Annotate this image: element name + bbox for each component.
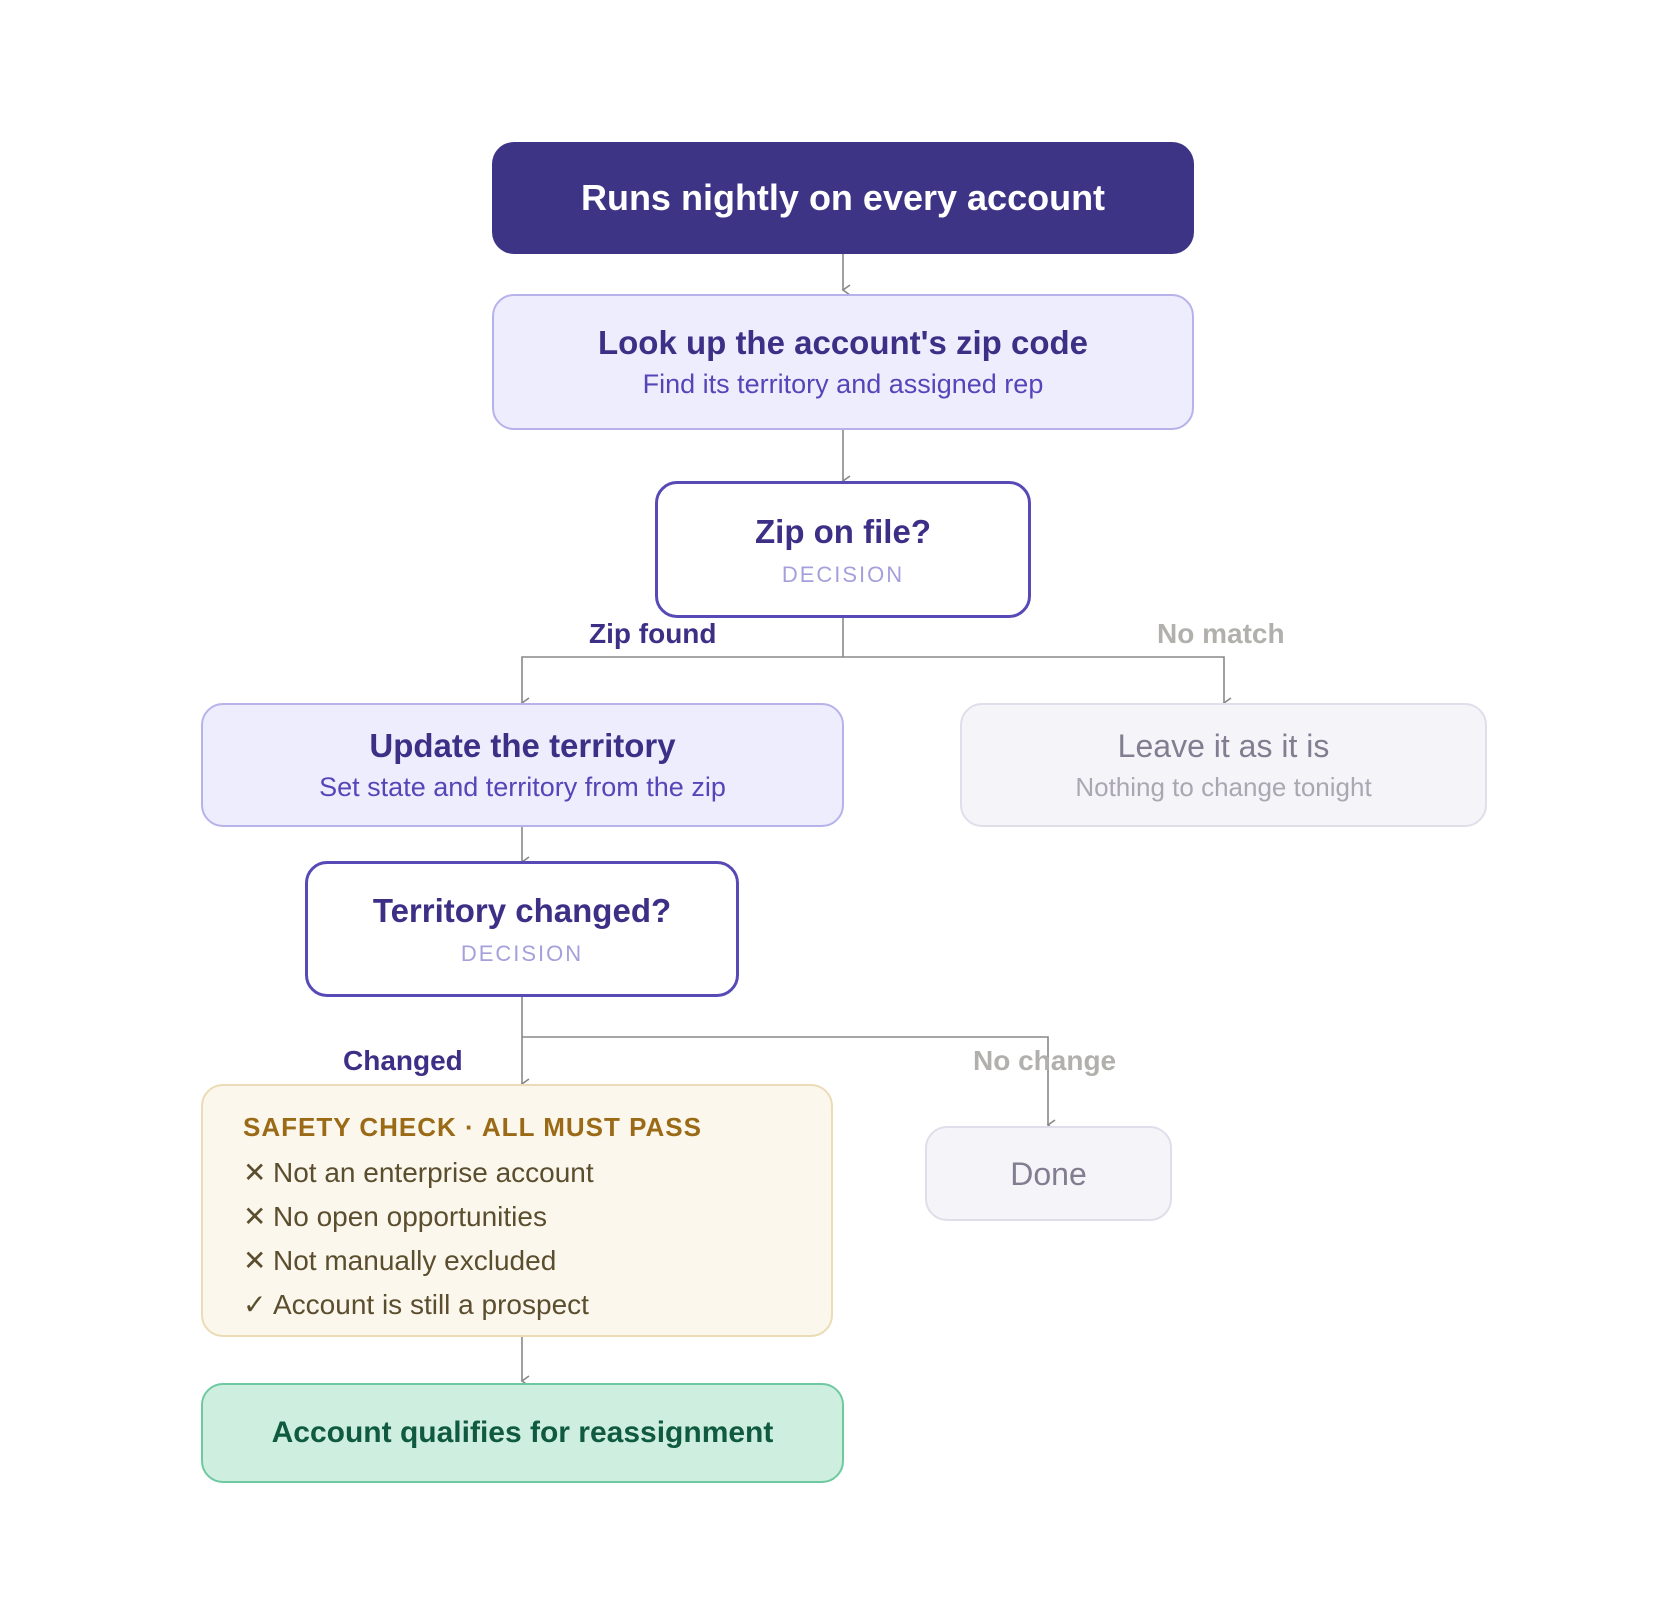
check-item-text: Not an enterprise account <box>273 1157 594 1188</box>
done-node: Done <box>925 1126 1172 1221</box>
leave-subtitle: Nothing to change tonight <box>1075 772 1372 802</box>
x-mark-icon: ✕ <box>243 1245 267 1276</box>
check-item-text: No open opportunities <box>273 1201 547 1232</box>
zip-on-file-decision: Zip on file? DECISION <box>655 481 1031 618</box>
edge-no-change <box>522 1036 1056 1131</box>
leave-as-is-node: Leave it as it is Nothing to change toni… <box>960 703 1487 827</box>
checkmark-icon: ✓ <box>243 1289 267 1320</box>
start-node: Runs nightly on every account <box>492 142 1194 254</box>
edge-zip-found <box>520 656 843 709</box>
safety-check-node: SAFETY CHECK · ALL MUST PASS ✕Not an ent… <box>201 1084 833 1337</box>
lookup-subtitle: Find its territory and assigned rep <box>642 369 1044 399</box>
lookup-title: Look up the account's zip code <box>597 324 1089 361</box>
x-mark-icon: ✕ <box>243 1157 267 1188</box>
edge-no-match <box>843 656 1232 709</box>
x-mark-icon: ✕ <box>243 1201 267 1232</box>
lookup-zip-node: Look up the account's zip code Find its … <box>492 294 1194 430</box>
qualifies-for-reassignment-node: Account qualifies for reassignment <box>201 1383 844 1483</box>
edge-label-no-change: No change <box>973 1045 1117 1076</box>
territory-changed-decision: Territory changed? DECISION <box>305 861 739 997</box>
zip-decision-type: DECISION <box>781 561 905 587</box>
final-title: Account qualifies for reassignment <box>271 1416 774 1449</box>
edge-label-changed: Changed <box>343 1045 463 1076</box>
check-item: ✕No open opportunities <box>243 1195 547 1239</box>
check-item-text: Not manually excluded <box>273 1245 557 1276</box>
start-title: Runs nightly on every account <box>580 177 1106 218</box>
zip-decision-title: Zip on file? <box>755 512 931 550</box>
update-territory-node: Update the territory Set state and terri… <box>201 703 844 827</box>
update-subtitle: Set state and territory from the zip <box>319 772 726 802</box>
edge-label-no-match: No match <box>1157 618 1285 649</box>
check-item: ✕Not an enterprise account <box>243 1151 594 1195</box>
check-item: ✓Account is still a prospect <box>243 1283 589 1327</box>
territory-decision-type: DECISION <box>460 941 584 966</box>
safety-check-heading: SAFETY CHECK · ALL MUST PASS <box>243 1112 702 1142</box>
territory-decision-title: Territory changed? <box>372 892 672 929</box>
leave-title: Leave it as it is <box>1117 728 1330 764</box>
update-title: Update the territory <box>369 727 676 764</box>
check-item: ✕Not manually excluded <box>243 1239 556 1283</box>
done-title: Done <box>1010 1155 1087 1192</box>
edge-label-zip-found: Zip found <box>589 618 717 649</box>
check-item-text: Account is still a prospect <box>273 1289 589 1320</box>
